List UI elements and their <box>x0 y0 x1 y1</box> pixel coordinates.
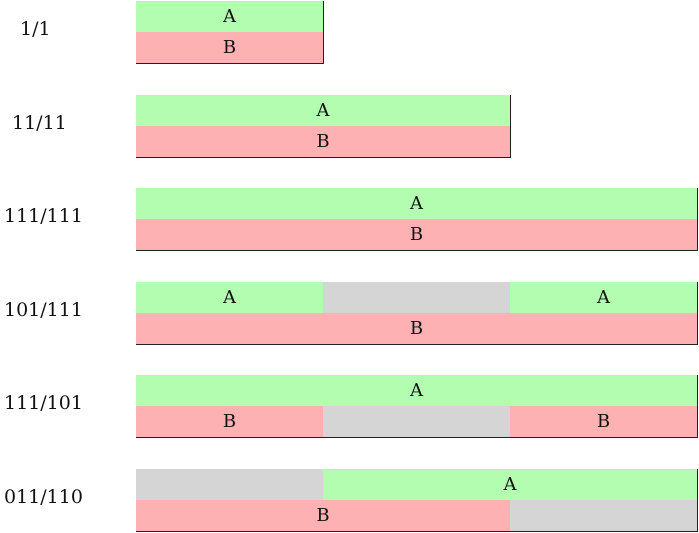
b-segment: B <box>136 219 697 250</box>
b-label: B <box>316 504 330 526</box>
empty-segment <box>510 499 697 531</box>
b-segment: B <box>136 125 510 157</box>
empty-segment <box>136 468 323 500</box>
a-segment: A <box>136 94 510 126</box>
b-segment: B <box>136 32 323 63</box>
b-label: B <box>409 317 424 339</box>
b-segment: B <box>510 406 697 437</box>
row-label: 111/111 <box>4 205 83 227</box>
empty-segment <box>323 281 510 313</box>
a-label: A <box>223 286 236 308</box>
empty-segment <box>323 406 510 437</box>
row-label: 11/11 <box>12 111 67 134</box>
row-label: 011/110 <box>4 485 83 508</box>
b-label: B <box>316 130 330 152</box>
a-label: A <box>597 286 610 308</box>
row-label: 1/1 <box>20 18 51 40</box>
b-segment: B <box>136 406 323 437</box>
b-label: B <box>222 411 237 432</box>
a-label: A <box>410 380 423 401</box>
b-segment: B <box>136 499 510 531</box>
a-label: A <box>410 193 423 214</box>
a-segment: A <box>510 281 697 313</box>
a-segment: A <box>136 281 323 313</box>
b-label: B <box>222 37 237 58</box>
a-segment: A <box>136 1 323 32</box>
mask-bar: A A B <box>136 281 698 345</box>
a-segment: A <box>136 375 697 406</box>
a-segment: A <box>323 468 697 500</box>
a-label: A <box>223 6 236 27</box>
a-segment: A <box>136 188 697 219</box>
row-label: 111/101 <box>4 392 83 414</box>
b-label: B <box>409 224 424 245</box>
a-label: A <box>503 473 517 495</box>
a-label: A <box>316 99 330 121</box>
mask-bar: A B B <box>136 375 698 438</box>
row-label: 101/111 <box>4 298 83 321</box>
b-segment: B <box>136 312 697 344</box>
b-label: B <box>596 411 611 432</box>
